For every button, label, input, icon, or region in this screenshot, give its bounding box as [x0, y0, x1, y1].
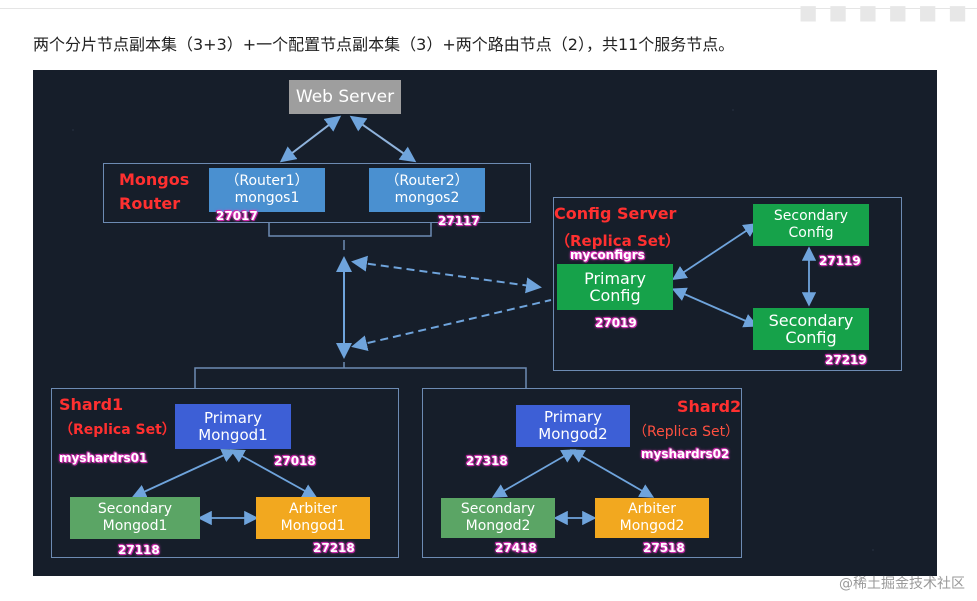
- web-to-router2-arrow: [349, 115, 417, 163]
- router2-port: 27117: [438, 214, 480, 228]
- router1-node: （Router1） mongos1: [209, 168, 325, 212]
- config-secondary1-node: Secondary Config: [753, 204, 869, 246]
- shard2-subtitle: （Replica Set）: [633, 424, 740, 440]
- config-server-group: [553, 197, 902, 371]
- config-server-subtitle: （Replica Set）: [555, 232, 681, 250]
- shard1-primary-to-arbiter: [229, 449, 318, 498]
- web-server-node: Web Server: [289, 80, 401, 114]
- router1-port: 27017: [216, 209, 258, 223]
- architecture-diagram: Web Server Mongos Router （Router1） mongo…: [33, 70, 937, 576]
- config-secondary1-port: 27119: [819, 254, 861, 268]
- top-divider: [0, 8, 977, 9]
- shard2-arbiter-port: 27518: [643, 541, 685, 555]
- router-bracket: [268, 222, 432, 237]
- shard2-primary-to-arbiter: [569, 449, 655, 498]
- shard1-secondary-port: 27118: [118, 543, 160, 557]
- config-primary-to-sec1: [671, 223, 759, 280]
- config-primary-node: Primary Config: [557, 264, 673, 310]
- shard1-set-name: myshardrs01: [59, 451, 148, 465]
- shard2-primary-port: 27318: [466, 454, 508, 468]
- mongos-router-title: Mongos Router: [119, 170, 190, 213]
- shard1-arbiter-node: Arbiter Mongod1: [256, 497, 370, 539]
- web-server-label: Web Server: [295, 86, 395, 107]
- router2-node: （Router2） mongos2: [369, 168, 485, 212]
- shard2-primary-to-secondary: [491, 449, 577, 498]
- shard1-group: [51, 388, 399, 558]
- shard1-secondary-node: Secondary Mongod1: [70, 497, 200, 539]
- site-watermark: @稀土掘金技术社区: [839, 576, 965, 592]
- shard1-primary-to-secondary: [131, 448, 237, 499]
- shard1-primary-port: 27018: [274, 454, 316, 468]
- connector-lines: [131, 115, 817, 526]
- config-secondary2-node: Secondary Config: [753, 308, 869, 350]
- web-to-router1-arrow: [279, 115, 342, 163]
- shard2-group: [422, 388, 742, 558]
- config-primary-port: 27019: [595, 316, 637, 330]
- shard2-title: Shard2: [677, 397, 742, 416]
- shard1-subtitle: （Replica Set）: [59, 422, 176, 438]
- shard2-arbiter-node: Arbiter Mongod2: [595, 498, 709, 538]
- config-secondary2-port: 27219: [825, 353, 867, 367]
- description-text: 两个分片节点副本集（3+3）+一个配置节点副本集（3）+两个路由节点（2），共1…: [33, 35, 735, 54]
- shard-bracket: [194, 367, 527, 388]
- config-set-name: myconfigrs: [570, 248, 645, 262]
- shard1-primary-node: Primary Mongod1: [175, 404, 291, 449]
- shard2-secondary-node: Secondary Mongod2: [441, 498, 555, 538]
- mongos-router-group: [103, 163, 531, 223]
- config-server-title: Config Server: [554, 204, 677, 223]
- shard1-arbiter-port: 27218: [313, 541, 355, 555]
- config-dashed-link-lower: [351, 299, 552, 352]
- shard1-title: Shard1: [59, 395, 124, 414]
- config-primary-to-sec2: [671, 287, 759, 328]
- shard2-secondary-port: 27418: [495, 541, 537, 555]
- top-watermark: ■ ■ ■ ■ ■ ■: [798, 0, 969, 24]
- shard2-set-name: myshardrs02: [641, 447, 730, 461]
- shard2-primary-node: Primary Mongod2: [516, 405, 630, 447]
- config-dashed-link-upper: [351, 255, 542, 294]
